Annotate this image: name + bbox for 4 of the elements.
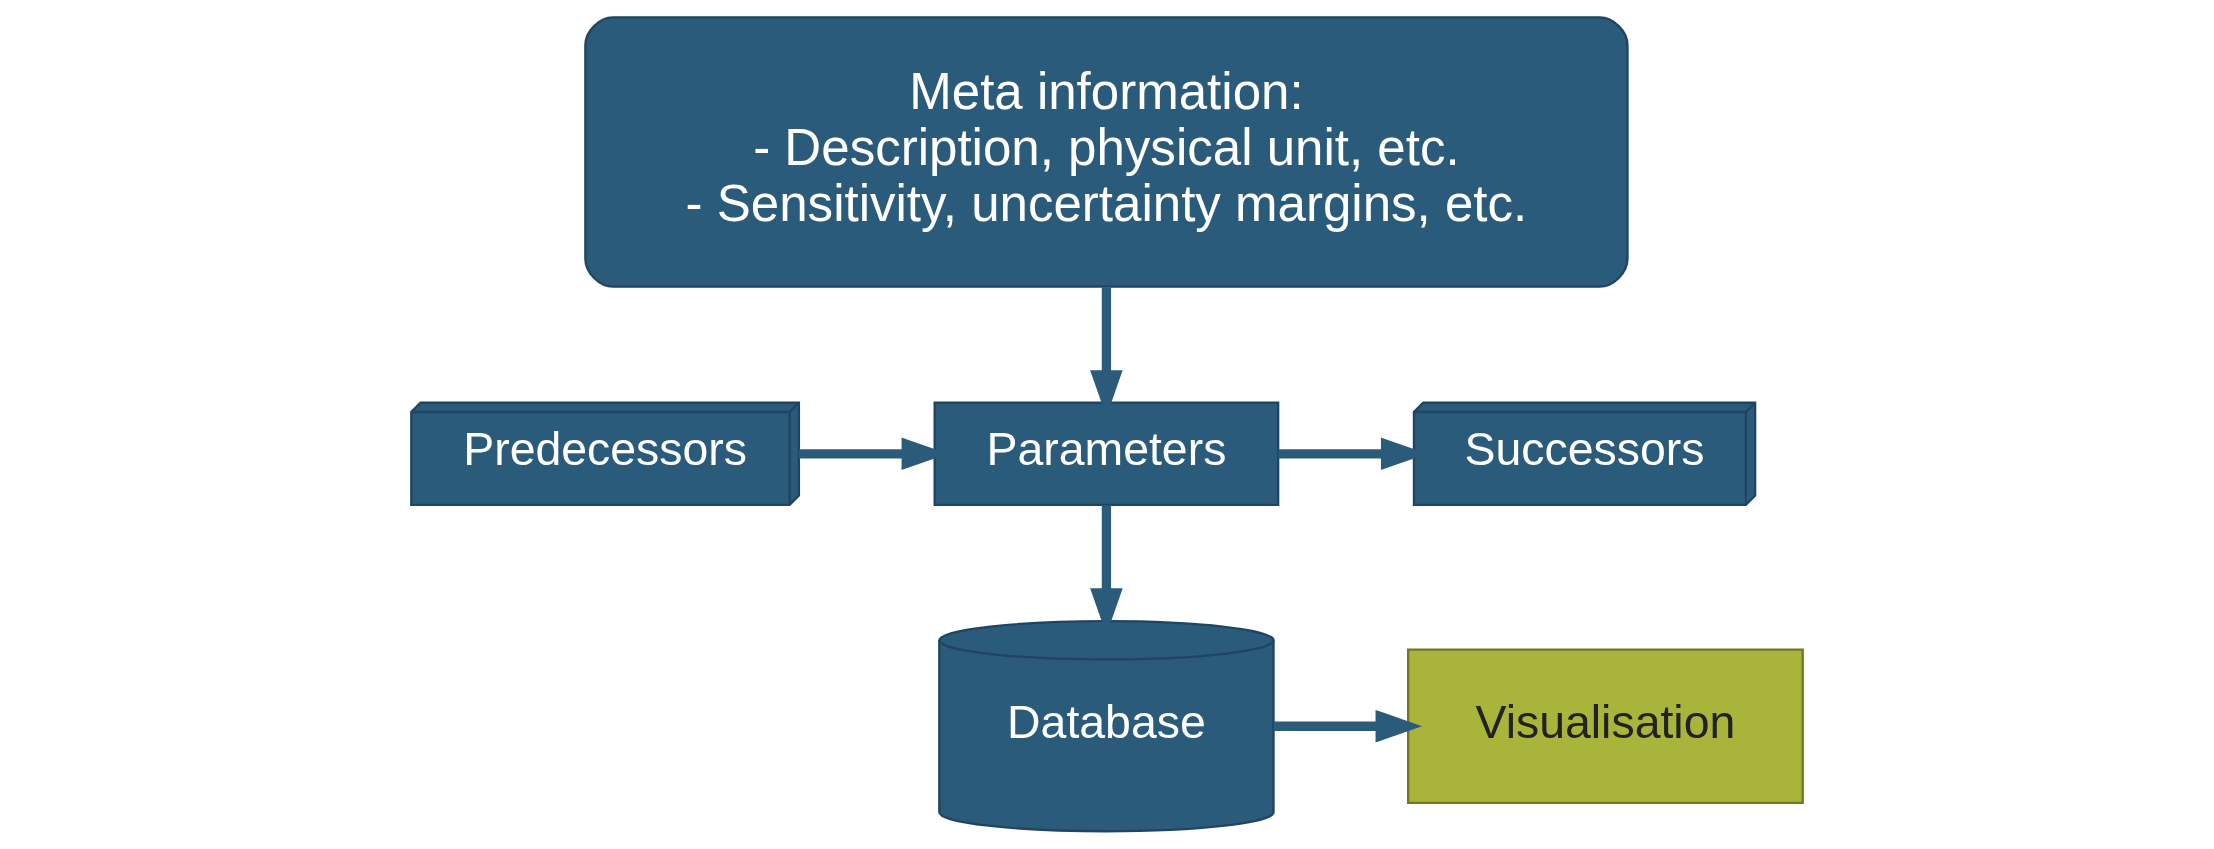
arrow: [1274, 709, 1423, 743]
node-box: Visualisation: [1407, 648, 1804, 804]
node-box: Meta information: - Description, physical unit, etc. - Sensitivity, uncertainty margins, etc.: [584, 16, 1629, 288]
node-box: Parameters: [933, 401, 1280, 507]
